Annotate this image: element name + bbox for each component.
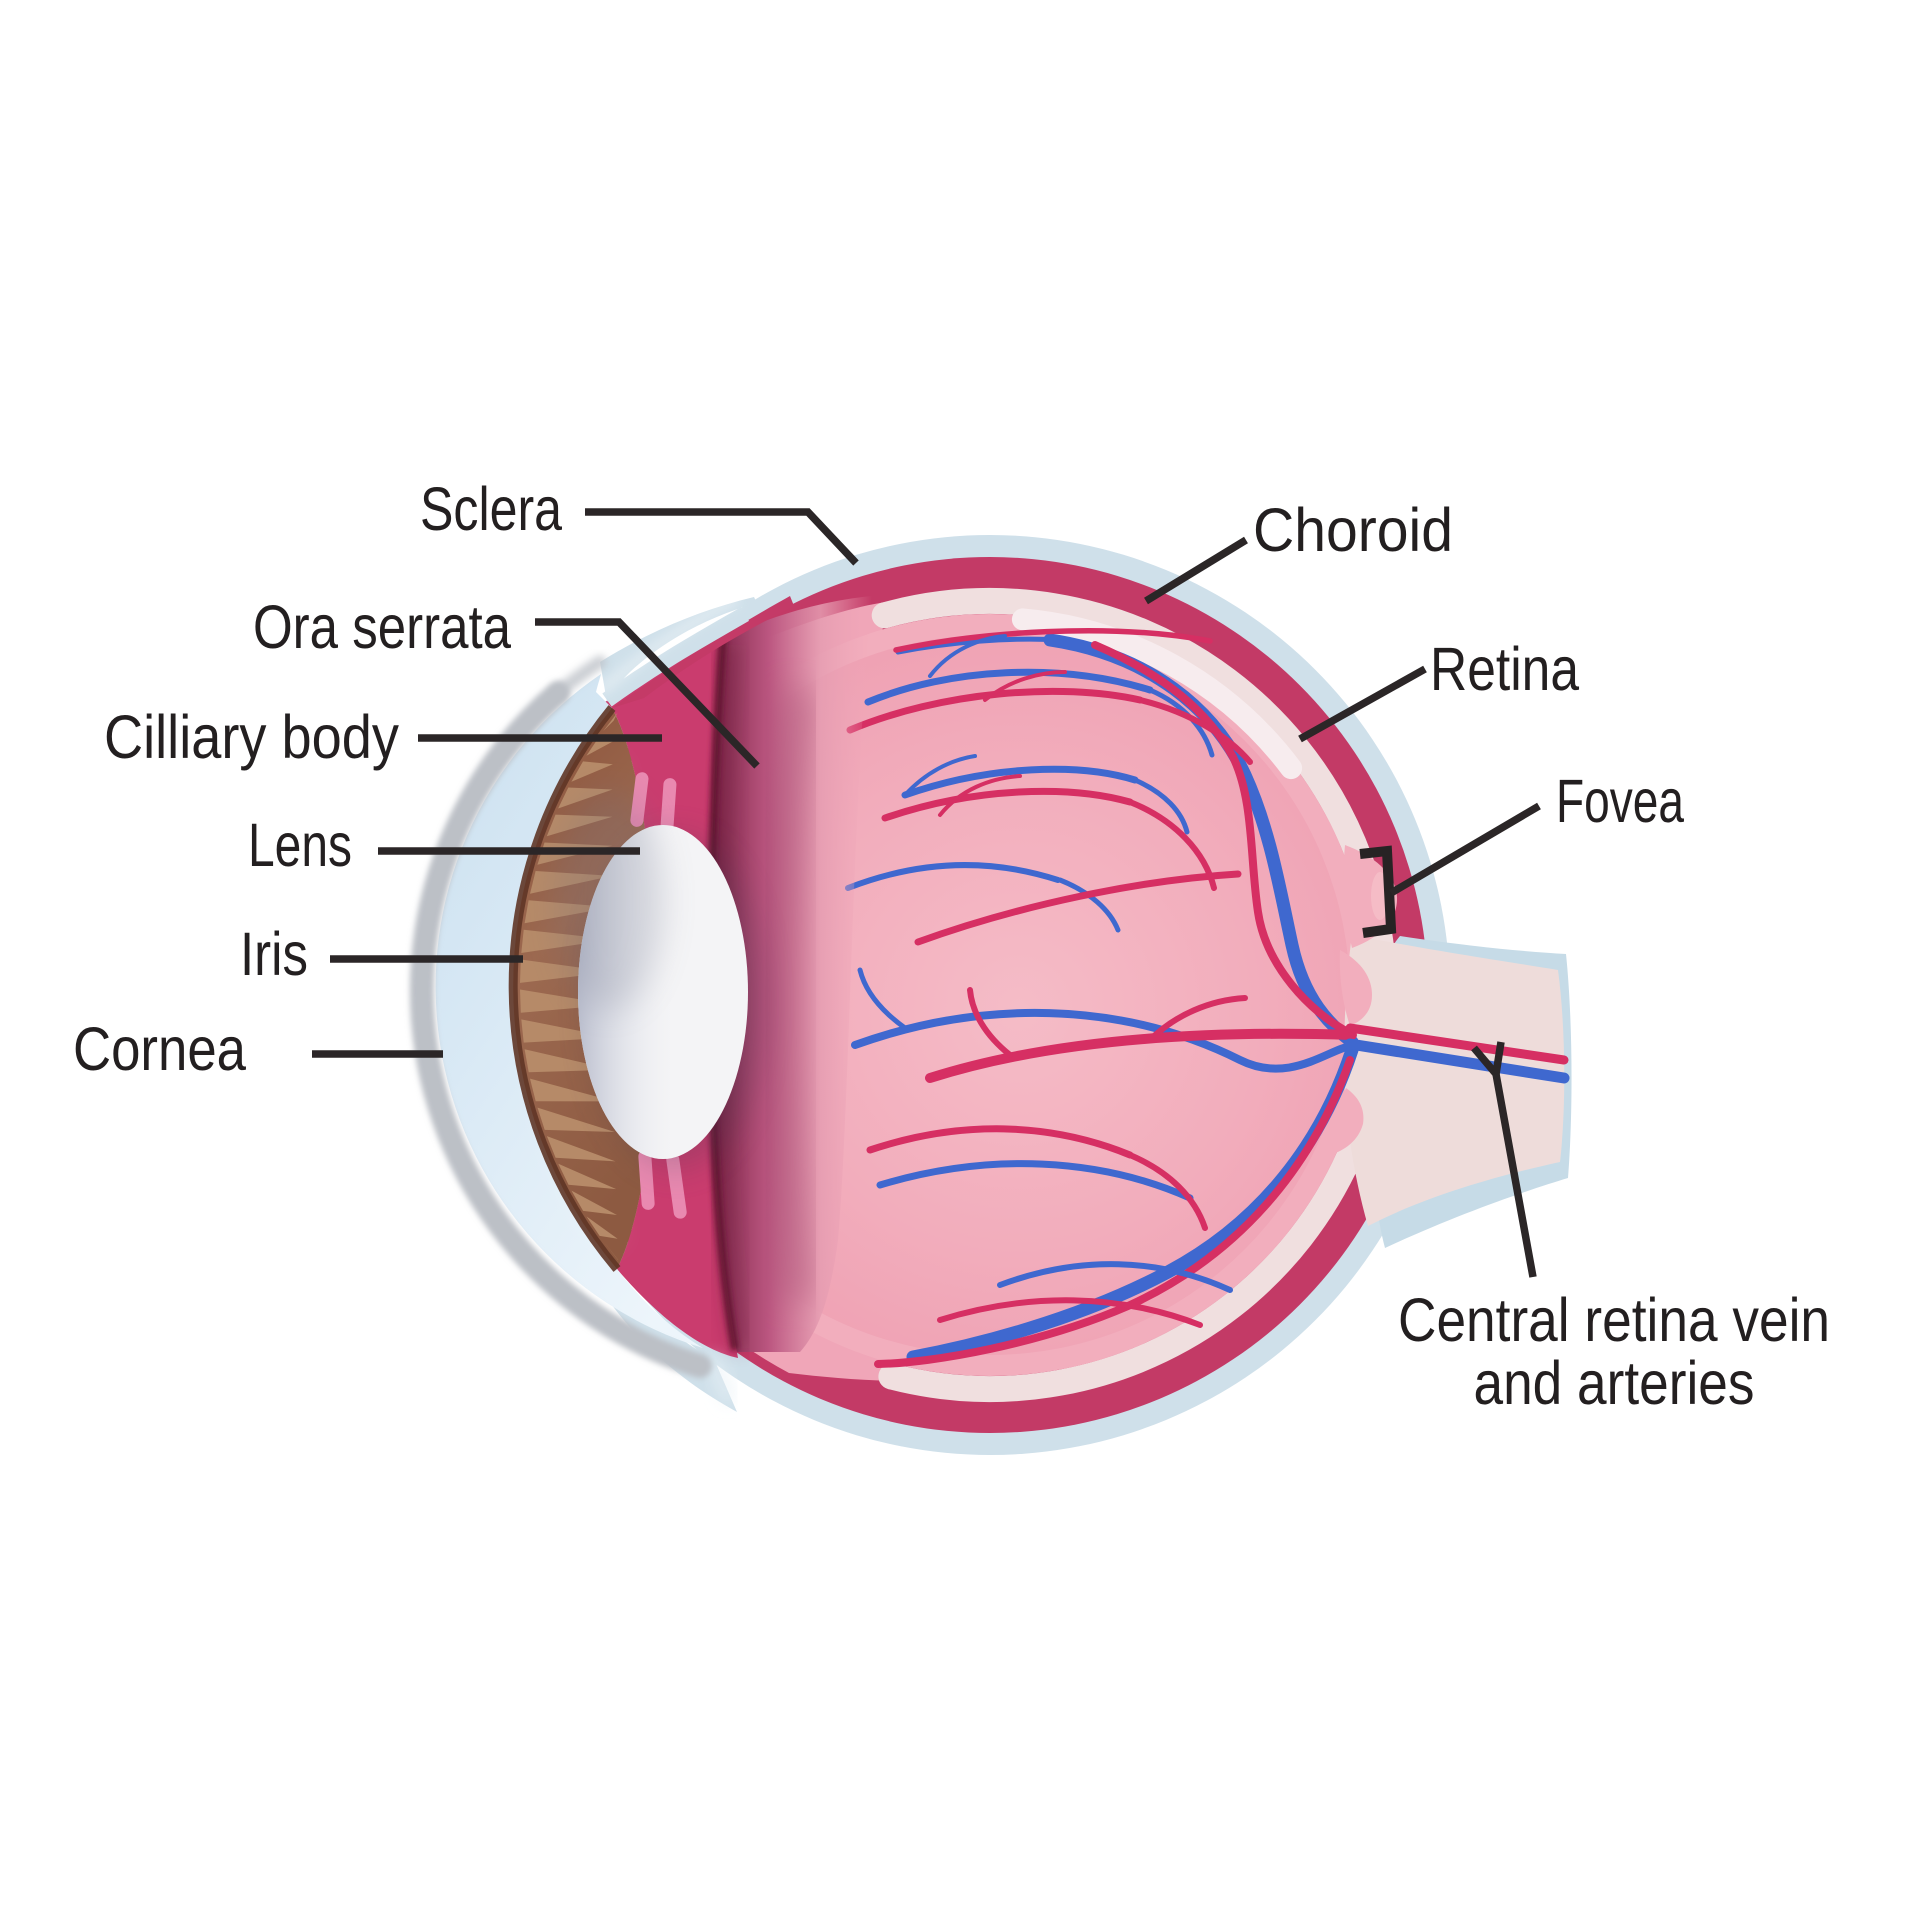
- svg-text:Cornea: Cornea: [73, 1015, 246, 1083]
- svg-text:Sclera: Sclera: [420, 475, 562, 543]
- svg-text:Cilliary body: Cilliary body: [104, 703, 399, 771]
- svg-text:and arteries: and arteries: [1474, 1349, 1755, 1417]
- svg-text:Lens: Lens: [248, 811, 352, 879]
- svg-text:Ora serrata: Ora serrata: [253, 593, 511, 661]
- svg-text:Fovea: Fovea: [1556, 767, 1684, 835]
- svg-text:Iris: Iris: [240, 920, 308, 988]
- svg-text:Choroid: Choroid: [1253, 496, 1453, 564]
- svg-text:Central retina vein: Central retina vein: [1398, 1286, 1830, 1354]
- svg-text:Retina: Retina: [1430, 635, 1579, 703]
